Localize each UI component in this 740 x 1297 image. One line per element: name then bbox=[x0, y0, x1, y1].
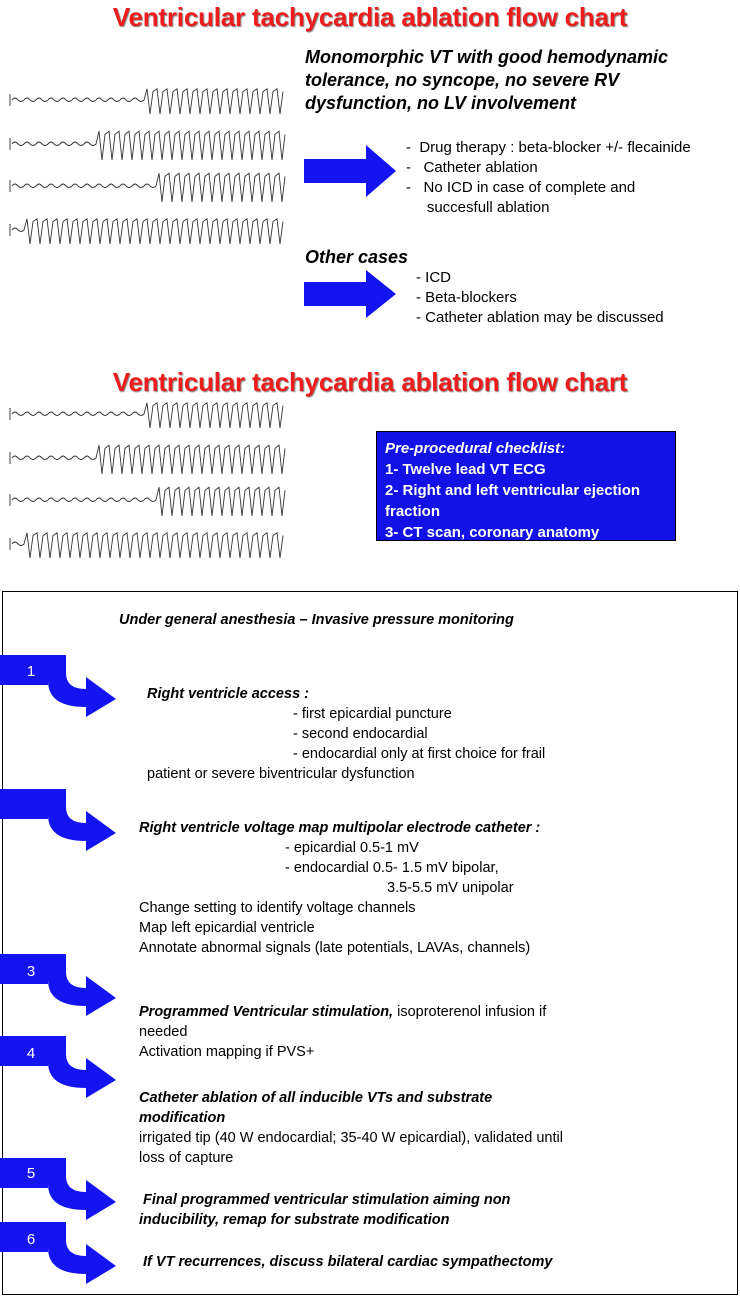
ecg-lead-trace bbox=[11, 130, 286, 161]
step-line: Map left epicardial ventricle bbox=[139, 920, 315, 936]
step-line: Annotate abnormal signals (late potentia… bbox=[139, 940, 531, 956]
step-title: If VT recurrences, discuss bilateral car… bbox=[139, 1254, 553, 1270]
step-line: irrigated tip (40 W endocardial; 35-40 W… bbox=[139, 1130, 563, 1146]
section2-heading: Other cases bbox=[305, 247, 409, 267]
step-number: 5 bbox=[26, 1165, 36, 1182]
ecg-tracing-image-top bbox=[8, 82, 290, 262]
step-5-arrow-icon bbox=[0, 1158, 120, 1225]
step-3-content: Programmed Ventricular stimulation, isop… bbox=[139, 1002, 639, 1062]
step-line: - endocardial only at first choice for f… bbox=[293, 746, 546, 762]
ecg-lead-trace bbox=[11, 444, 286, 475]
step-number: 3 bbox=[26, 963, 36, 980]
ecg-lead-trace bbox=[11, 218, 284, 245]
main-title-top: Ventricular tachycardia ablation flow ch… bbox=[112, 2, 628, 32]
step-title: Final programmed ventricular stimulation… bbox=[139, 1192, 511, 1208]
step-title: Right ventricle voltage map multipolar e… bbox=[139, 820, 541, 836]
step-4-arrow-icon bbox=[0, 1036, 120, 1103]
checklist-item: 3- CT scan, coronary anatomy bbox=[385, 524, 600, 541]
step-line: Change setting to identify voltage chann… bbox=[139, 900, 416, 916]
step-title: Catheter ablation of all inducible VTs a… bbox=[139, 1090, 493, 1106]
step-number: 2 bbox=[26, 769, 36, 786]
list-item: - ICD bbox=[416, 269, 451, 286]
checklist-item: fraction bbox=[385, 503, 441, 520]
step-line: - first epicardial puncture bbox=[293, 706, 452, 722]
step-line: - second endocardial bbox=[293, 726, 428, 742]
ecg-lead-trace bbox=[11, 172, 286, 203]
checklist-title: Pre-procedural checklist: bbox=[385, 440, 566, 457]
step-title: modification bbox=[139, 1110, 226, 1126]
procedure-steps-box: Under general anesthesia – Invasive pres… bbox=[2, 591, 738, 1295]
step-title-suffix: isoproterenol infusion if bbox=[393, 1004, 547, 1020]
pre-procedural-checklist: Pre-procedural checklist: 1- Twelve lead… bbox=[376, 431, 676, 541]
procedure-header: Under general anesthesia – Invasive pres… bbox=[119, 612, 514, 628]
section2-list: - ICD - Beta-blockers - Catheter ablatio… bbox=[416, 268, 664, 328]
ecg-tracing-image-middle bbox=[8, 396, 290, 576]
step-line: patient or severe biventricular dysfunct… bbox=[147, 766, 415, 782]
step-title: Right ventricle access : bbox=[147, 686, 309, 702]
step-2-content: Right ventricle voltage map multipolar e… bbox=[139, 818, 639, 958]
list-item: - No ICD in case of complete and bbox=[406, 179, 636, 196]
right-arrow-icon bbox=[304, 270, 396, 318]
step-line: 3.5-5.5 mV unipolar bbox=[387, 880, 514, 896]
step-number: 6 bbox=[26, 1231, 36, 1248]
step-line: loss of capture bbox=[139, 1150, 234, 1166]
step-title: Programmed Ventricular stimulation, bbox=[139, 1004, 394, 1020]
step-line: Activation mapping if PVS+ bbox=[139, 1044, 315, 1060]
section1-heading-line: Monomorphic VT with good hemodynamic bbox=[305, 47, 668, 67]
list-item: - Catheter ablation bbox=[406, 159, 538, 176]
list-item: - Drug therapy : beta-blocker +/- flecai… bbox=[406, 139, 691, 156]
step-2-arrow-icon bbox=[0, 789, 120, 856]
right-arrow-icon bbox=[304, 145, 396, 197]
step-number: 1 bbox=[26, 663, 36, 680]
ecg-lead-trace bbox=[11, 402, 284, 429]
ecg-lead-trace bbox=[11, 486, 286, 517]
checklist-item: 1- Twelve lead VT ECG bbox=[385, 461, 546, 478]
step-line: needed bbox=[139, 1024, 188, 1040]
section1-list: - Drug therapy : beta-blocker +/- flecai… bbox=[406, 138, 691, 218]
list-item: succesfull ablation bbox=[406, 199, 550, 216]
step-4-content: Catheter ablation of all inducible VTs a… bbox=[139, 1088, 659, 1168]
ecg-lead-trace bbox=[11, 532, 284, 559]
step-6-content: If VT recurrences, discuss bilateral car… bbox=[139, 1252, 699, 1272]
step-number: 4 bbox=[26, 1045, 36, 1062]
section1-heading: Monomorphic VT with good hemodynamic tol… bbox=[305, 46, 725, 115]
step-3-arrow-icon bbox=[0, 954, 120, 1021]
main-title-middle: Ventricular tachycardia ablation flow ch… bbox=[112, 367, 628, 397]
checklist-item: 2- Right and left ventricular ejection bbox=[385, 482, 641, 499]
step-line: - endocardial 0.5- 1.5 mV bipolar, bbox=[285, 860, 499, 876]
step-1-content: Right ventricle access : - first epicard… bbox=[147, 684, 607, 784]
step-6-arrow-icon bbox=[0, 1222, 120, 1289]
section1-heading-line: tolerance, no syncope, no severe RV bbox=[305, 70, 620, 90]
list-item: - Catheter ablation may be discussed bbox=[416, 309, 664, 326]
step-line: - epicardial 0.5-1 mV bbox=[285, 840, 419, 856]
step-1-arrow-icon bbox=[0, 655, 120, 722]
ecg-lead-trace bbox=[11, 88, 284, 115]
step-title: inducibility, remap for substrate modifi… bbox=[139, 1212, 450, 1228]
step-5-content: Final programmed ventricular stimulation… bbox=[139, 1190, 659, 1230]
list-item: - Beta-blockers bbox=[416, 289, 517, 306]
section1-heading-line: dysfunction, no LV involvement bbox=[305, 93, 577, 113]
